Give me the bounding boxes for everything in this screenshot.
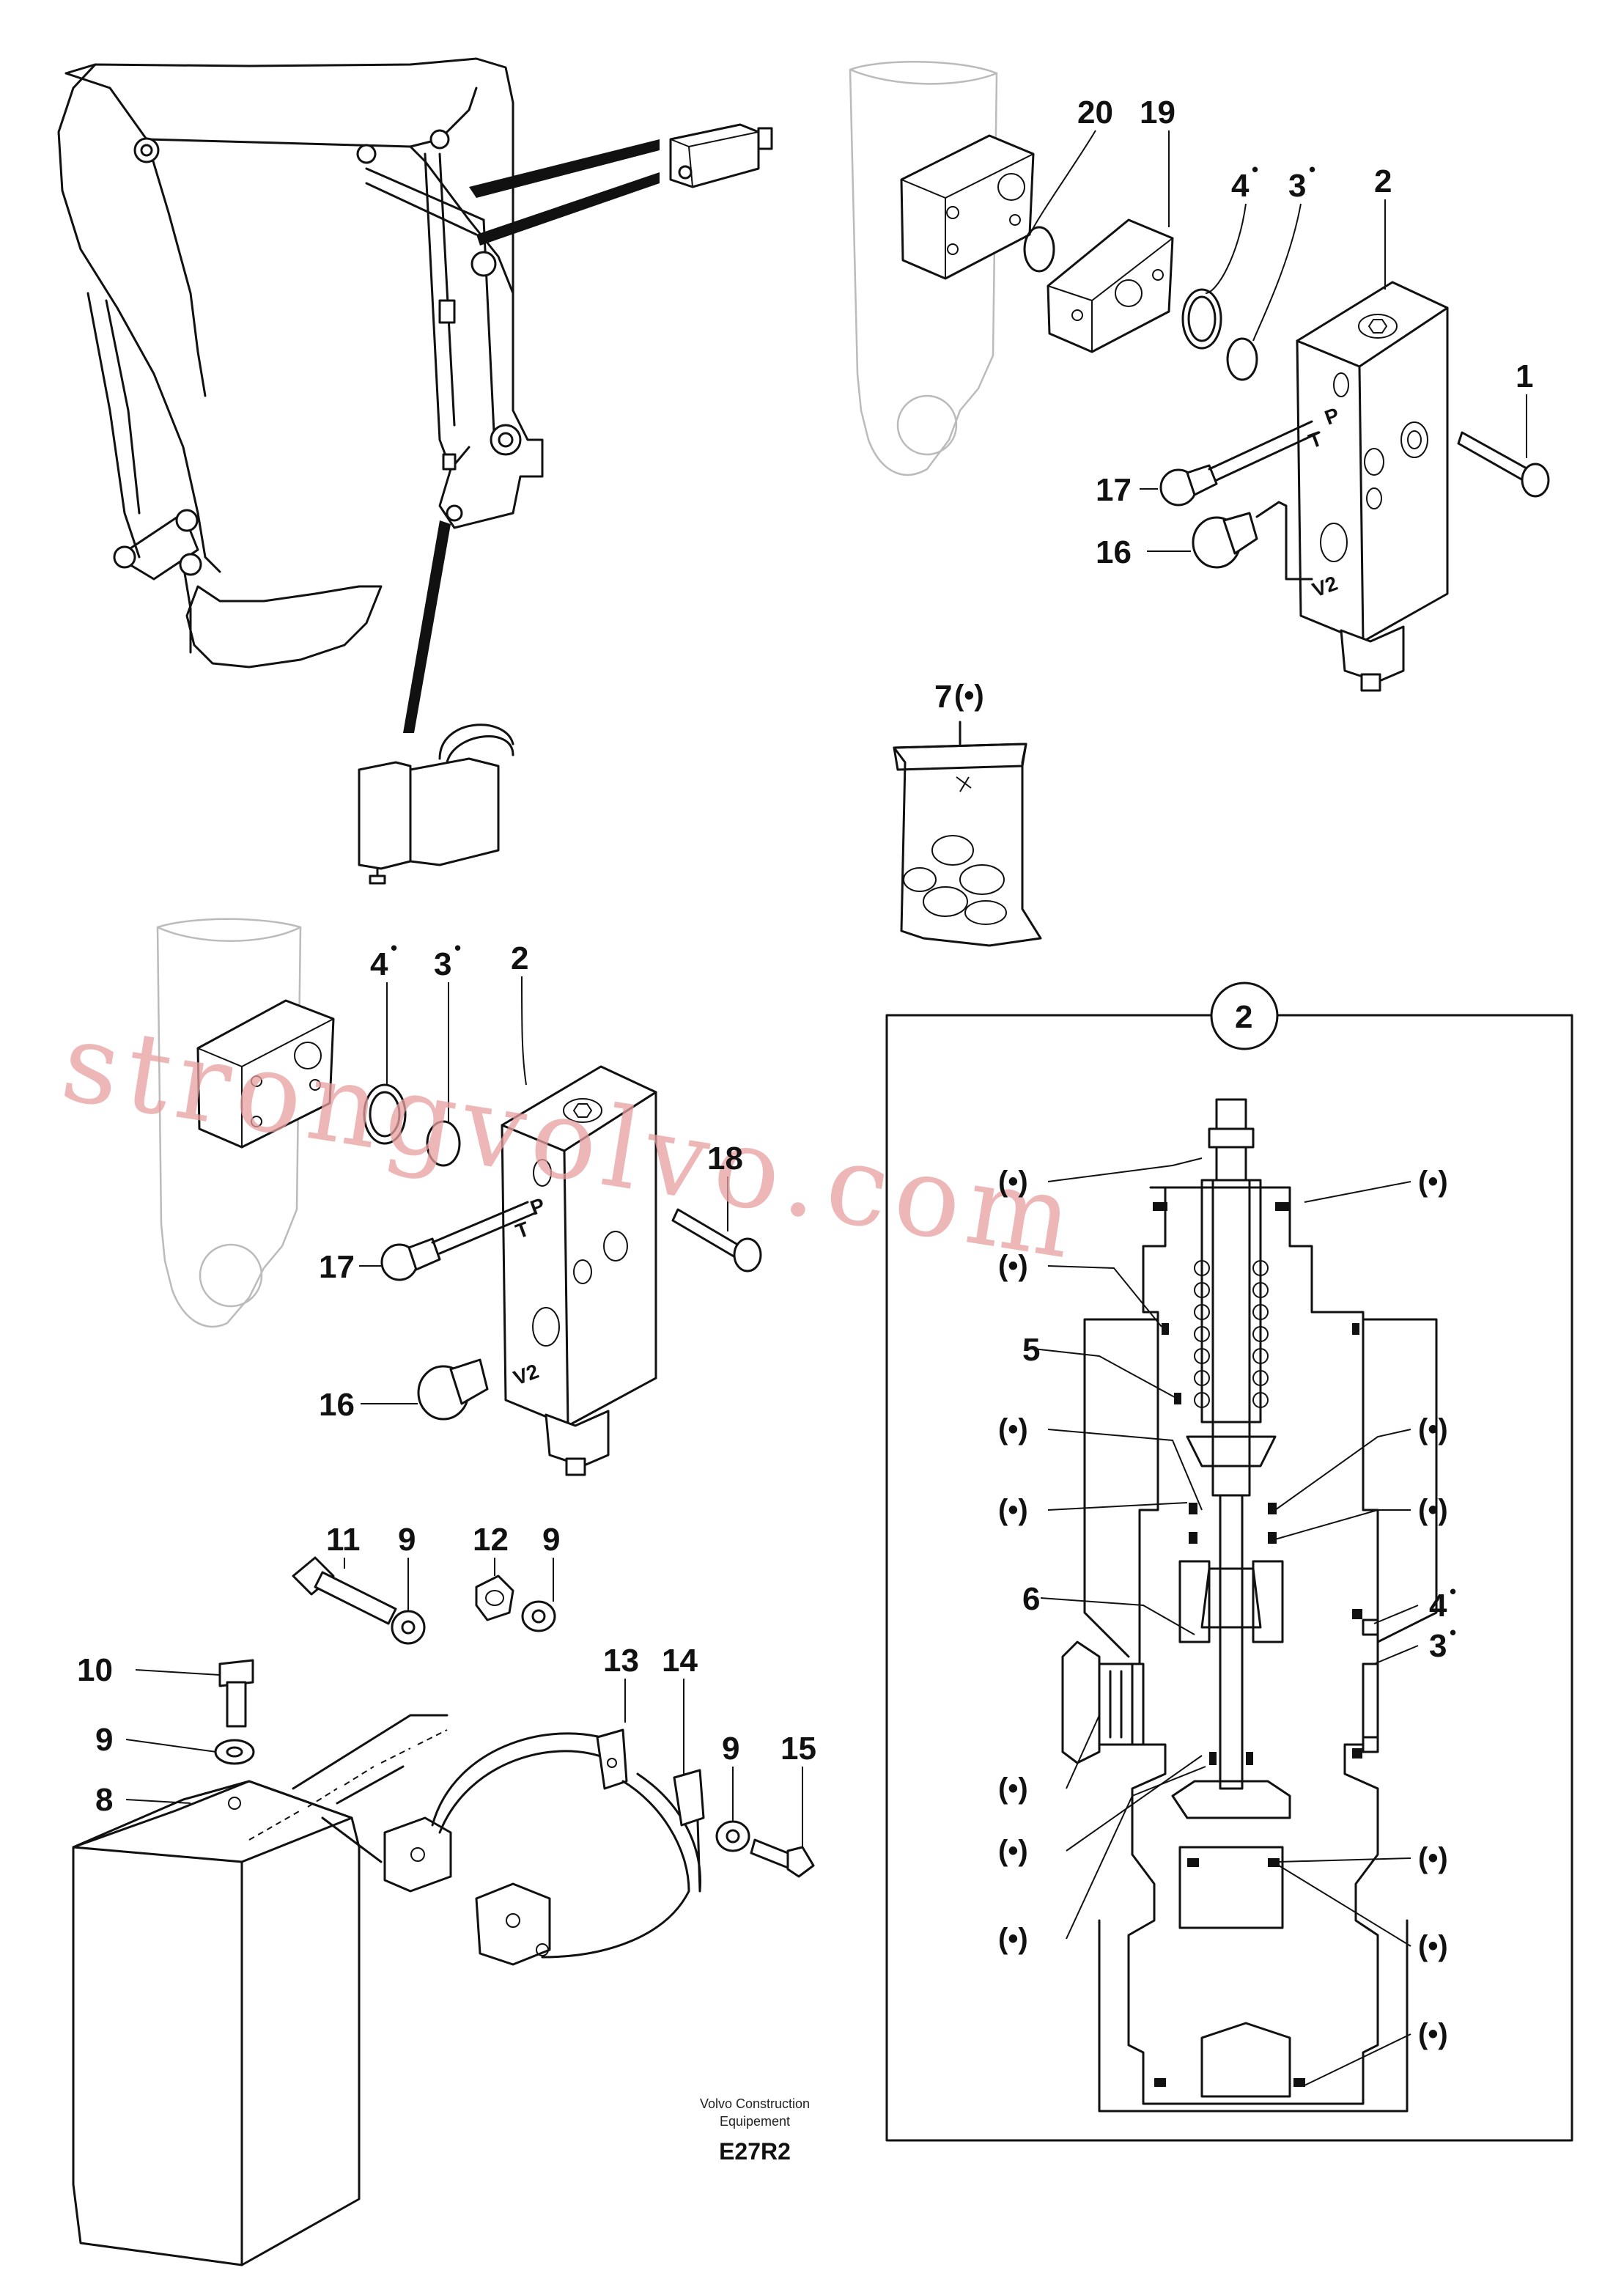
plug-16-icon [1192,501,1313,581]
excavator-arm-illustration [57,57,773,885]
seal-kit-bag-icon [893,721,1042,947]
plug-17-icon [1159,420,1321,507]
seal-marker-right-2: (•) [1418,1413,1448,1446]
sensor-clamp-icon [358,723,514,885]
middle-valve-assembly [156,918,762,1476]
bolt-1-icon [1457,431,1550,498]
callout-4-top: 4 [1231,168,1250,204]
leader-lines [125,130,1527,2086]
callout-14: 14 [662,1643,698,1679]
plug-16-mid-icon [417,1358,489,1421]
top-right-valve-assembly [849,61,1550,692]
callout-4-mid: 4 [370,946,388,982]
valve-body-2-icon [1296,281,1449,692]
callout-4-top-bullet: • [1252,158,1258,180]
callout-1: 1 [1516,358,1533,394]
callout-13: 13 [603,1643,639,1679]
callout-3-detail: 3 [1429,1628,1447,1664]
callout-19: 19 [1140,95,1175,130]
seal-marker-right-5: (•) [1418,1930,1448,1962]
callout-17-mid: 17 [319,1249,355,1285]
callout-2-top: 2 [1374,163,1392,199]
callout-3-mid: 3 [434,946,451,982]
bolt-15-icon [750,1838,815,1878]
footer: Volvo Construction Equipement E27R2 [700,2096,810,2165]
o-ring-3-icon [1226,337,1258,381]
callout-6: 6 [1022,1581,1040,1617]
seal-marker-right-3: (•) [1418,1494,1448,1526]
housing-8-icon [72,1780,361,2266]
nut-12-icon [475,1575,514,1621]
plug-17-mid-icon [380,1201,536,1281]
ring-4-icon [1181,288,1222,350]
footer-company: Volvo Construction [700,2096,810,2111]
callout-4-detail-bullet: • [1450,1580,1456,1602]
clamp-13-14-icon [383,1728,705,1966]
clamp-assembly [72,1556,815,2266]
callout-4-mid-bullet: • [391,937,397,959]
detail-2-section-view [885,982,1573,2142]
callout-labels: 20 19 4 • 3 • 2 1 17 16 7 (•) 4 • 3 • 2 … [77,95,1533,2050]
seal-marker-left-2: (•) [998,1250,1028,1282]
bolt-18-icon [671,1208,762,1273]
callout-7: 7 [934,679,952,715]
callout-5: 5 [1022,1332,1040,1368]
callout-9a: 9 [398,1522,416,1558]
seal-marker-right-4: (•) [1418,1842,1448,1874]
footer-subtitle: Equipement [720,2114,790,2129]
diagram-code: E27R2 [719,2138,791,2165]
callout-18: 18 [707,1141,743,1176]
seal-marker-left-4: (•) [998,1494,1028,1526]
callout-20: 20 [1077,95,1113,130]
seal-marker-left-1: (•) [998,1165,1028,1198]
callout-10: 10 [77,1652,113,1688]
callout-9b: 9 [542,1522,560,1558]
seal-marker-left-6: (•) [998,1835,1028,1867]
o-ring-20-icon [1023,226,1055,273]
callout-7-marker: (•) [954,680,984,712]
bolt-10-icon [218,1659,254,1728]
callout-16-top: 16 [1096,534,1132,570]
callout-17-top: 17 [1096,472,1132,508]
callout-3-top-bullet: • [1309,158,1315,180]
callout-8: 8 [95,1782,113,1818]
callout-3-detail-bullet: • [1450,1621,1456,1643]
callout-11: 11 [326,1522,361,1558]
bolt-11-icon [292,1556,397,1625]
callout-2-mid: 2 [511,940,528,976]
detail-2-circle [1210,982,1279,1050]
seal-marker-right-1: (•) [1418,1165,1448,1198]
spring-icon [1194,1260,1269,1408]
seal-marker-left-3: (•) [998,1413,1028,1446]
seal-marker-left-7: (•) [998,1923,1028,1955]
callout-9d: 9 [95,1722,113,1758]
callout-4-detail: 4 [1429,1588,1447,1624]
callout-9c: 9 [722,1731,739,1767]
small-valve-icon [669,123,773,188]
detail-circle-label: 2 [1235,999,1252,1035]
seal-marker-left-5: (•) [998,1772,1028,1805]
callout-3-top: 3 [1288,168,1306,204]
callout-12: 12 [473,1522,509,1558]
callout-16-mid: 16 [319,1387,355,1423]
callout-3-mid-bullet: • [454,937,461,959]
callout-15: 15 [780,1731,816,1767]
valve-body-mid-icon [501,1065,657,1476]
seal-marker-right-6: (•) [1418,2018,1448,2050]
